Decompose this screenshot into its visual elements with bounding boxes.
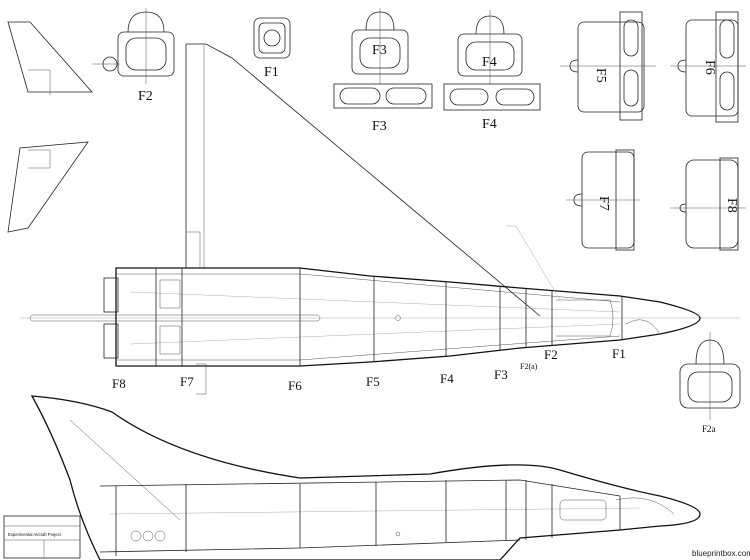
label-f1-top: F1	[264, 65, 279, 80]
station-label-f1: F1	[612, 346, 626, 361]
former-f5: F5	[560, 11, 656, 121]
station-label-f4: F4	[440, 371, 454, 386]
title-block-project: Experimental Aircraft Project	[8, 532, 62, 537]
former-f8: F8	[670, 157, 746, 251]
station-label-f3: F3	[494, 367, 508, 382]
station-label-f7: F7	[180, 374, 194, 389]
plan-view	[20, 43, 740, 395]
label-f3-top: F3	[372, 43, 387, 58]
label-f4-top: F4	[482, 55, 497, 70]
former-f2a-detail	[679, 332, 741, 420]
label-f6: F6	[702, 60, 717, 75]
title-block	[3, 515, 81, 559]
station-label-f5: F5	[366, 374, 380, 389]
station-label-f2a: F2(a)	[520, 362, 538, 371]
former-f6: F6	[670, 11, 746, 123]
former-f7: F7	[566, 149, 640, 251]
label-f4-bottom: F4	[482, 117, 497, 132]
former-f2	[92, 8, 175, 84]
label-f7-top: F7	[596, 196, 611, 211]
label-f8-top: F8	[724, 198, 739, 213]
label-f2a-detail: F2a	[702, 424, 716, 434]
station-label-f2: F2	[544, 347, 558, 362]
fin-part-lower	[7, 141, 89, 233]
station-label-f8: F8	[112, 376, 126, 391]
station-label-f6: F6	[288, 378, 302, 393]
label-f3-bottom: F3	[372, 119, 387, 134]
former-f3	[333, 8, 433, 109]
label-f5: F5	[593, 68, 608, 83]
former-f1	[253, 17, 291, 59]
side-view	[30, 395, 701, 560]
label-f2-top: F2	[138, 89, 153, 104]
watermark: blueprintbox.com	[692, 549, 750, 558]
former-f4	[443, 10, 541, 111]
fin-part-upper	[7, 21, 93, 95]
